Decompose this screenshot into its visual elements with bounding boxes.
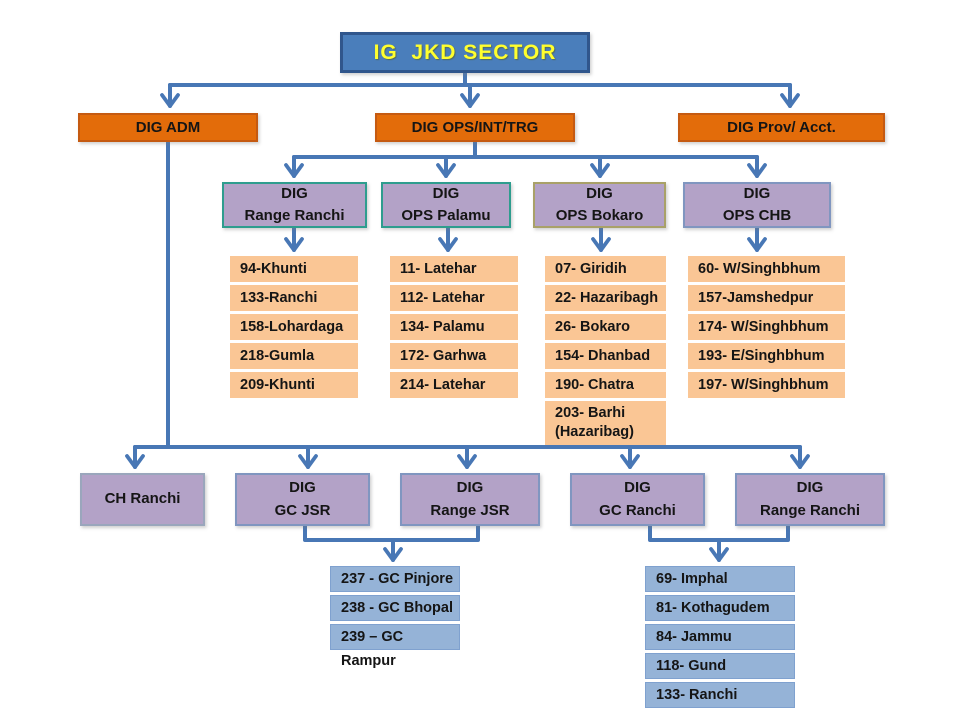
node-dig-prov-acct: DIG Prov/ Acct.	[678, 113, 885, 142]
node-dig-adm: DIG ADM	[78, 113, 258, 142]
node-label-line1: DIG	[586, 184, 613, 202]
unit-list-item: 190- Chatra	[545, 372, 666, 398]
node-label-line2: OPS CHB	[722, 207, 792, 224]
node-label-line1: DIG	[281, 184, 308, 202]
gc-list-item: 238 - GC Bhopal	[330, 595, 460, 621]
node-label-line2: Range Ranchi	[244, 207, 345, 224]
gc-list-item: 69- Imphal	[645, 566, 795, 592]
node-dig-gc-jsr: DIG GC JSR	[235, 473, 370, 526]
node-label-line1: DIG	[743, 184, 771, 202]
unit-list-item: 157-Jamshedpur	[688, 285, 845, 311]
node-dig-range-ranchi: DIG Range Ranchi	[222, 182, 367, 228]
unit-list-item: 209-Khunti	[230, 372, 358, 398]
gc-list-item: 81- Kothagudem	[645, 595, 795, 621]
node-dig-range-ranchi-south: DIG Range Ranchi	[735, 473, 885, 526]
unit-list-item: 203- Barhi (Hazaribag)	[545, 401, 666, 445]
unit-list-item: 26- Bokaro	[545, 314, 666, 340]
node-label-line2: GC Ranchi	[599, 501, 676, 519]
node-dig-gc-ranchi: DIG GC Ranchi	[570, 473, 705, 526]
node-label-line2: GC JSR	[274, 501, 331, 519]
node-label-line2: OPS Palamu	[401, 207, 491, 224]
node-ig-jkd-sector-label: IG JKD SECTOR	[373, 40, 557, 64]
gc-list-item: 118- Gund	[645, 653, 795, 679]
node-dig-range-jsr: DIG Range JSR	[400, 473, 540, 526]
unit-list-item: 94-Khunti	[230, 256, 358, 282]
unit-list-item: 134- Palamu	[390, 314, 518, 340]
node-label-line1: DIG	[796, 479, 824, 496]
gc-list-item: 133- Ranchi	[645, 682, 795, 708]
node-dig-ops-bokaro: DIG OPS Bokaro	[533, 182, 666, 228]
node-label-line1: DIG	[624, 479, 651, 496]
unit-list-item: 214- Latehar	[390, 372, 518, 398]
unit-list-item: 60- W/Singhbhum	[688, 256, 845, 282]
node-dig-ops-chb: DIG OPS CHB	[683, 182, 831, 228]
node-label-line1: DIG	[432, 184, 460, 202]
unit-list-item: 112- Latehar	[390, 285, 518, 311]
node-dig-ops-int-trg-label: DIG OPS/INT/TRG	[411, 119, 539, 136]
unit-list-item: 154- Dhanbad	[545, 343, 666, 369]
node-label-line2: Range Ranchi	[759, 501, 861, 519]
unit-list-item: 197- W/Singhbhum	[688, 372, 845, 398]
node-ig-jkd-sector: IG JKD SECTOR	[340, 32, 590, 73]
gc-list-item: 237 - GC Pinjore	[330, 566, 460, 592]
unit-list-item: 172- Garhwa	[390, 343, 518, 369]
unit-list-item: 133-Ranchi	[230, 285, 358, 311]
unit-list-item: 07- Giridih	[545, 256, 666, 282]
node-dig-ops-palamu: DIG OPS Palamu	[381, 182, 511, 228]
node-ch-ranchi: CH Ranchi	[80, 473, 205, 526]
gc-list-item: 239 – GC Rampur	[330, 624, 460, 669]
unit-list-item: 218-Gumla	[230, 343, 358, 369]
node-label-line1: DIG	[456, 479, 484, 496]
unit-list-item: 174- W/Singhbhum	[688, 314, 845, 340]
node-label-line2: Range JSR	[430, 501, 510, 519]
node-label-line2: OPS Bokaro	[555, 207, 644, 224]
node-label-line1: DIG	[289, 479, 316, 496]
unit-list-item: 11- Latehar	[390, 256, 518, 282]
node-dig-adm-label: DIG ADM	[135, 119, 201, 136]
node-dig-ops-int-trg: DIG OPS/INT/TRG	[375, 113, 575, 142]
unit-list-item: 158-Lohardaga	[230, 314, 358, 340]
gc-list-item: 84- Jammu	[645, 624, 795, 650]
unit-list-item: 193- E/Singhbhum	[688, 343, 845, 369]
node-dig-prov-acct-label: DIG Prov/ Acct.	[727, 119, 836, 136]
node-label-line1: CH Ranchi	[104, 490, 181, 508]
unit-list-item: 22- Hazaribagh	[545, 285, 666, 311]
